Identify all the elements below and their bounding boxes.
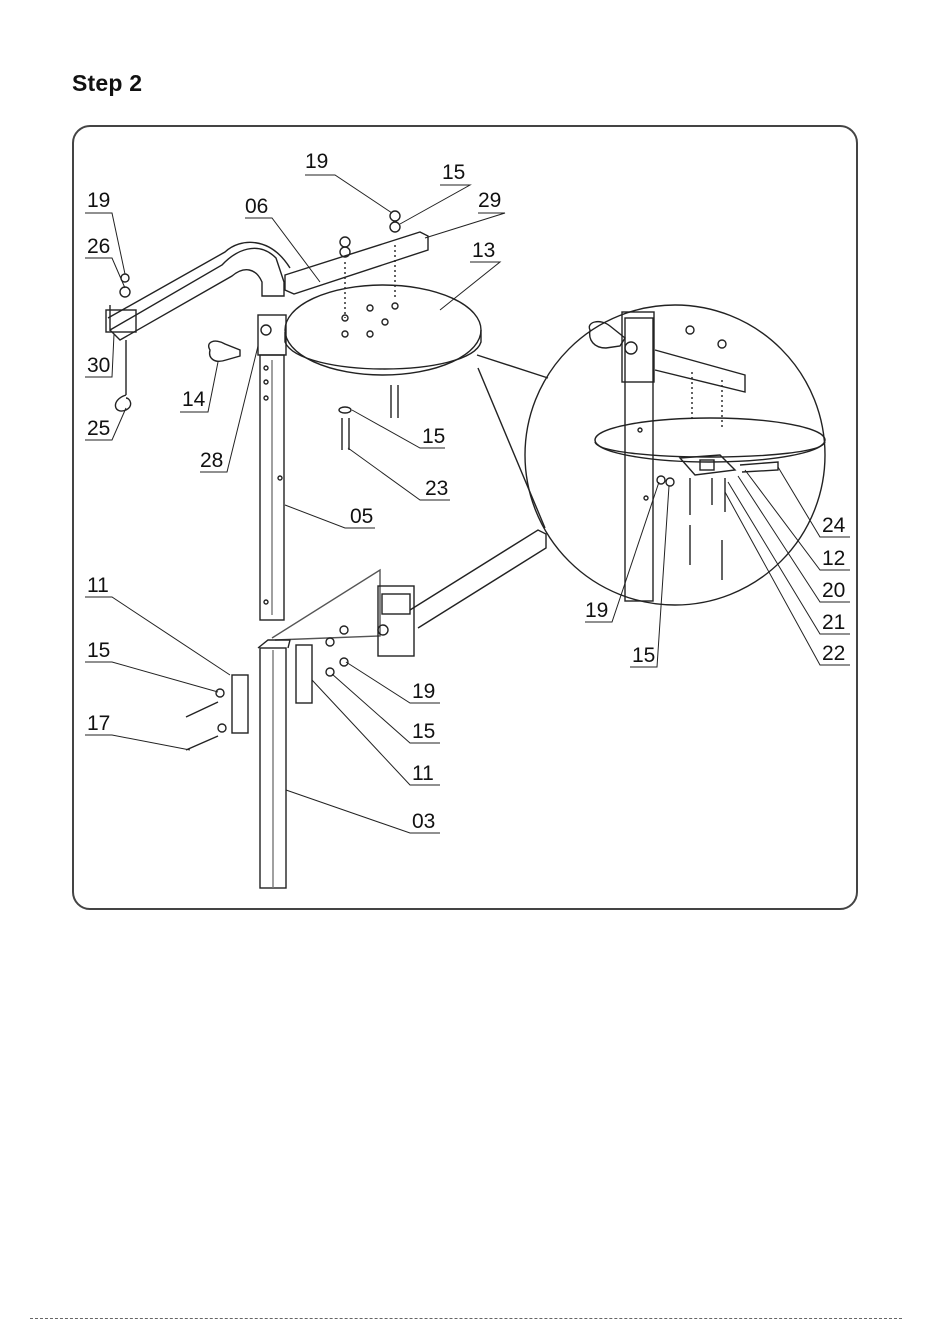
bolt-17	[186, 736, 218, 750]
callout-15-under: 15	[422, 425, 445, 448]
nut-top-b	[340, 237, 350, 247]
callout-14: 14	[182, 388, 206, 411]
callout-15-left: 15	[87, 639, 110, 662]
exploded-parts-drawing	[106, 211, 825, 888]
callout-30: 30	[87, 354, 110, 377]
callout-26: 26	[87, 235, 110, 258]
callout-19-left: 19	[87, 189, 110, 212]
detail-upright	[625, 318, 653, 601]
detail-magnifier	[525, 305, 825, 605]
bolt-upper	[186, 702, 218, 717]
panel-cut-plane	[272, 570, 380, 640]
callout-15-detail: 15	[632, 644, 655, 667]
callout-03: 03	[412, 810, 435, 833]
detail-bracket-12	[680, 455, 735, 475]
callout-21: 21	[822, 611, 845, 634]
horizontal-tube	[410, 530, 546, 628]
callout-23: 23	[425, 477, 448, 500]
mounting-plate-11-left	[232, 675, 248, 733]
knob-14	[209, 341, 240, 361]
board-13-edge	[285, 330, 481, 369]
callout-29: 29	[478, 189, 501, 212]
sleeve-28	[258, 315, 286, 355]
detail-top-bar	[655, 350, 745, 392]
callout-17: 17	[87, 712, 110, 735]
callout-19-detail: 19	[585, 599, 608, 622]
washer-15-under	[339, 407, 351, 413]
callout-labels: 19 15 29 06 13 19 26 30 14 25 28 15 23 0…	[87, 150, 846, 833]
hook-25	[115, 395, 130, 411]
callout-leaders	[85, 175, 850, 833]
assembly-diagram: 19 15 29 06 13 19 26 30 14 25 28 15 23 0…	[0, 0, 932, 930]
callout-24: 24	[822, 514, 846, 537]
callout-11-left: 11	[87, 574, 109, 597]
callout-06: 06	[245, 195, 268, 218]
callout-15-right: 15	[412, 720, 435, 743]
washer-15-top	[390, 222, 400, 232]
callout-20: 20	[822, 579, 845, 602]
coupling-block	[378, 586, 414, 656]
top-bar-29	[285, 232, 428, 294]
callout-15-top: 15	[442, 161, 465, 184]
callout-25: 25	[87, 417, 110, 440]
footer-rule	[30, 1318, 902, 1319]
callout-28: 28	[200, 449, 223, 472]
washer-26	[120, 287, 130, 297]
detail-knob	[589, 322, 625, 348]
callout-19-top: 19	[305, 150, 328, 173]
arm-top-bar	[108, 242, 290, 318]
callout-13: 13	[472, 239, 495, 262]
callout-19-right: 19	[412, 680, 435, 703]
mounting-plate-11-right	[296, 645, 312, 703]
callout-12: 12	[822, 547, 845, 570]
callout-22: 22	[822, 642, 845, 665]
callout-11-right: 11	[412, 762, 434, 785]
callout-05: 05	[350, 505, 373, 528]
